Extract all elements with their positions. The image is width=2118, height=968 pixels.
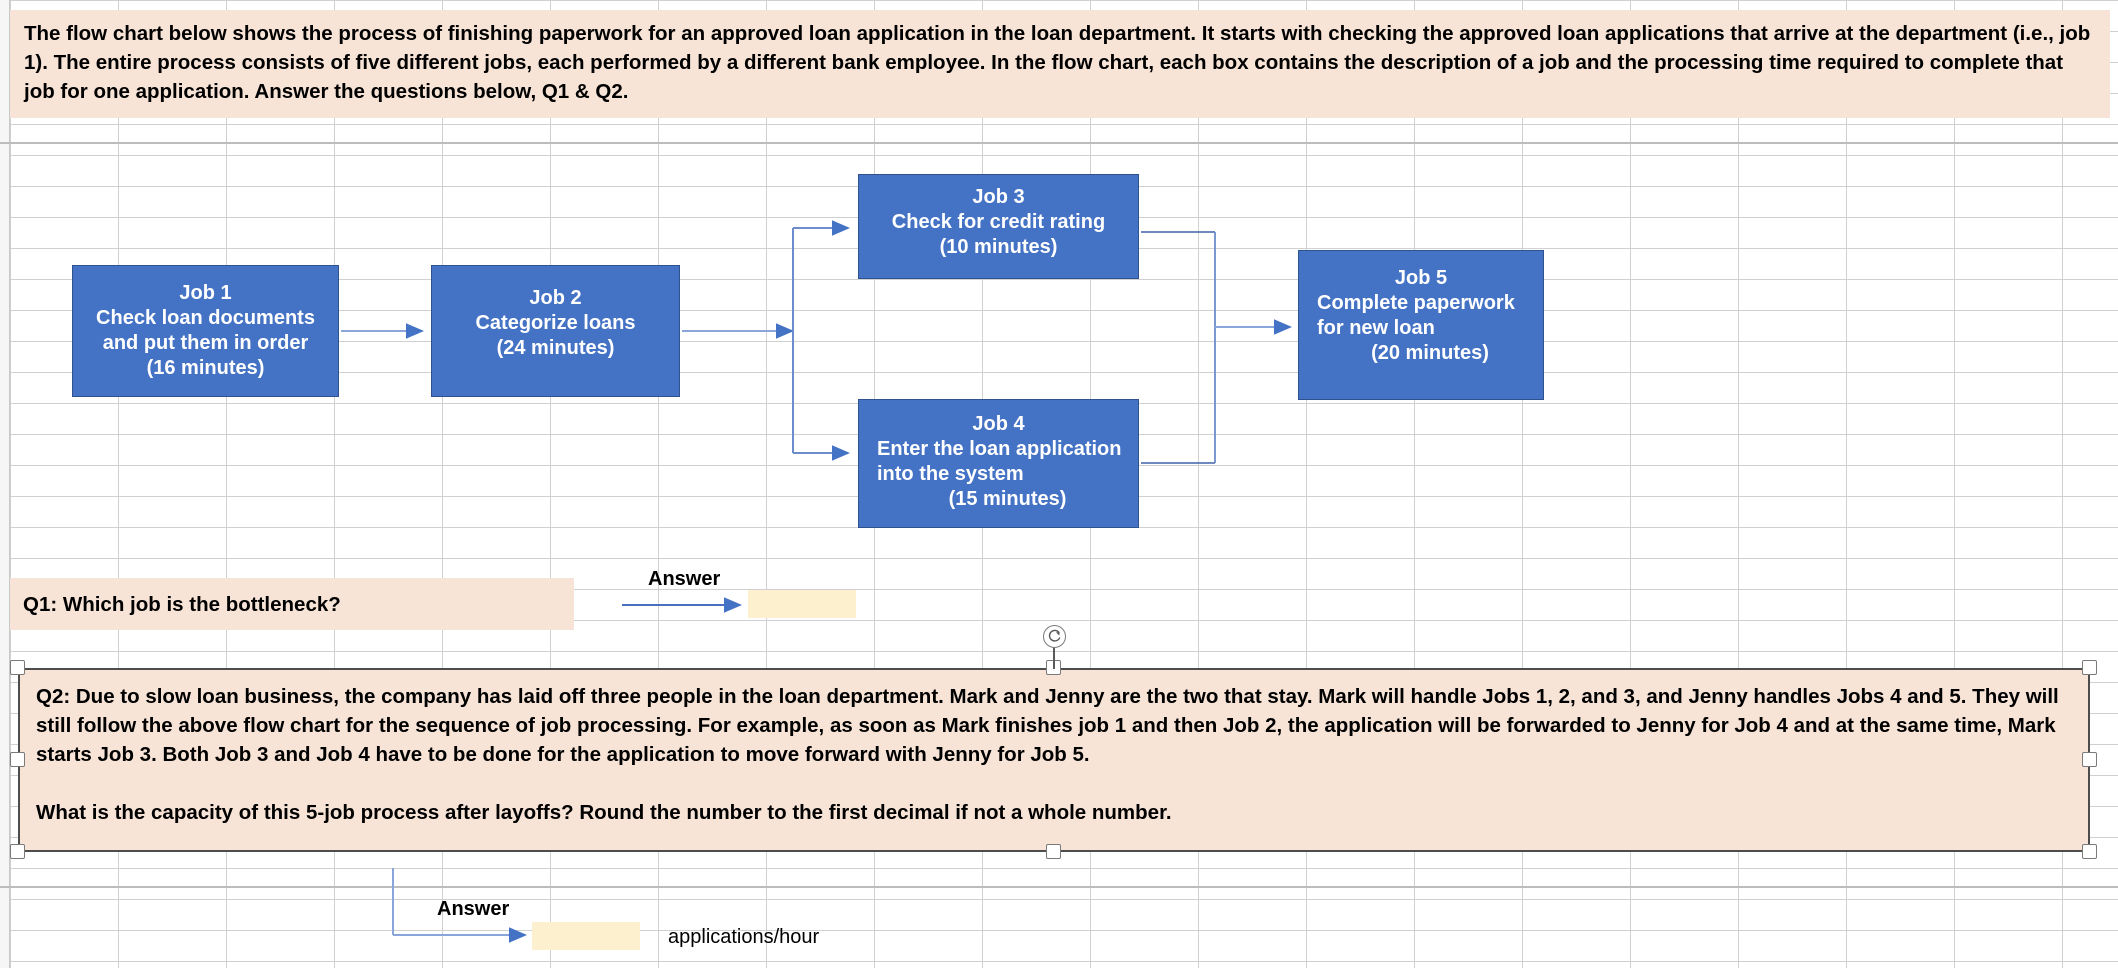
job1-line-1: Check loan documents: [96, 307, 315, 329]
q1-answer-label: Answer: [648, 568, 721, 590]
job5-line-2: for new loan: [1317, 317, 1435, 339]
job1-duration: (16 minutes): [146, 357, 265, 379]
job4-title: Job 4: [972, 413, 1025, 435]
q2-answer-units: applications/hour: [668, 926, 820, 948]
job1-line-2: and put them in order: [102, 332, 309, 354]
job5-line-1: Complete paperwork: [1317, 292, 1515, 314]
intro-text-block[interactable]: The flow chart below shows the process o…: [10, 10, 2110, 118]
grid-thick-line-lower: [0, 886, 2118, 888]
job2-line-1: Categorize loans: [475, 312, 636, 334]
job2-title: Job 2: [529, 287, 582, 309]
job1-title: Job 1: [179, 282, 232, 304]
row-header-strip: [0, 0, 10, 968]
q2-answer-label: Answer: [437, 898, 510, 920]
job3-duration: (10 minutes): [939, 236, 1058, 258]
grid-thick-line-upper: [0, 142, 2118, 144]
q2-paragraph-2: What is the capacity of this 5-job proce…: [36, 801, 1172, 824]
resize-handle-bottom-center[interactable]: [1046, 844, 1061, 859]
q2-answer-value: [532, 922, 640, 926]
rotate-handle-stem: [1053, 647, 1055, 669]
job4-line-1: Enter the loan application: [877, 438, 1122, 460]
job4-duration: (15 minutes): [948, 488, 1067, 510]
q1-text-block[interactable]: Q1: Which job is the bottleneck?: [10, 578, 574, 630]
connector-q2-answer: [392, 868, 527, 943]
job3-title: Job 3: [972, 186, 1025, 208]
resize-handle-middle-left[interactable]: [10, 752, 25, 767]
q1-answer-value: [748, 590, 856, 594]
flowchart-node-job3[interactable]: Job 3 Check for credit rating (10 minute…: [858, 174, 1139, 279]
job5-duration: (20 minutes): [1371, 342, 1489, 364]
job3-line-1: Check for credit rating: [891, 211, 1106, 233]
q2-text-block[interactable]: Q2: Due to slow loan business, the compa…: [18, 668, 2090, 852]
q2-selection-outline[interactable]: [18, 668, 2090, 852]
resize-handle-bottom-left[interactable]: [10, 844, 25, 859]
flowchart-node-job1[interactable]: Job 1 Check loan documents and put them …: [72, 265, 339, 397]
connector-job2-split: [682, 220, 850, 461]
flowchart-node-job2[interactable]: Job 2 Categorize loans (24 minutes): [431, 265, 680, 397]
resize-handle-top-right[interactable]: [2082, 660, 2097, 675]
resize-handle-top-left[interactable]: [10, 660, 25, 675]
job4-line-2: into the system: [877, 463, 1024, 485]
rotate-handle-icon[interactable]: [1043, 625, 1066, 648]
resize-handle-middle-right[interactable]: [2082, 752, 2097, 767]
q2-answer-cell[interactable]: [532, 922, 640, 950]
flowchart-node-job4[interactable]: Job 4 Enter the loan application into th…: [858, 399, 1139, 528]
resize-handle-bottom-right[interactable]: [2082, 844, 2097, 859]
q2-paragraph-1: Q2: Due to slow loan business, the compa…: [36, 685, 2059, 766]
connector-merge-job5: [1141, 231, 1292, 464]
q1-text: Q1: Which job is the bottleneck?: [23, 593, 341, 616]
job2-duration: (24 minutes): [496, 337, 615, 359]
job5-title: Job 5: [1394, 267, 1448, 289]
flowchart-node-job5[interactable]: Job 5 Complete paperwork for new loan (2…: [1298, 250, 1544, 400]
q1-answer-cell[interactable]: [748, 590, 856, 618]
intro-text: The flow chart below shows the process o…: [24, 22, 2091, 103]
